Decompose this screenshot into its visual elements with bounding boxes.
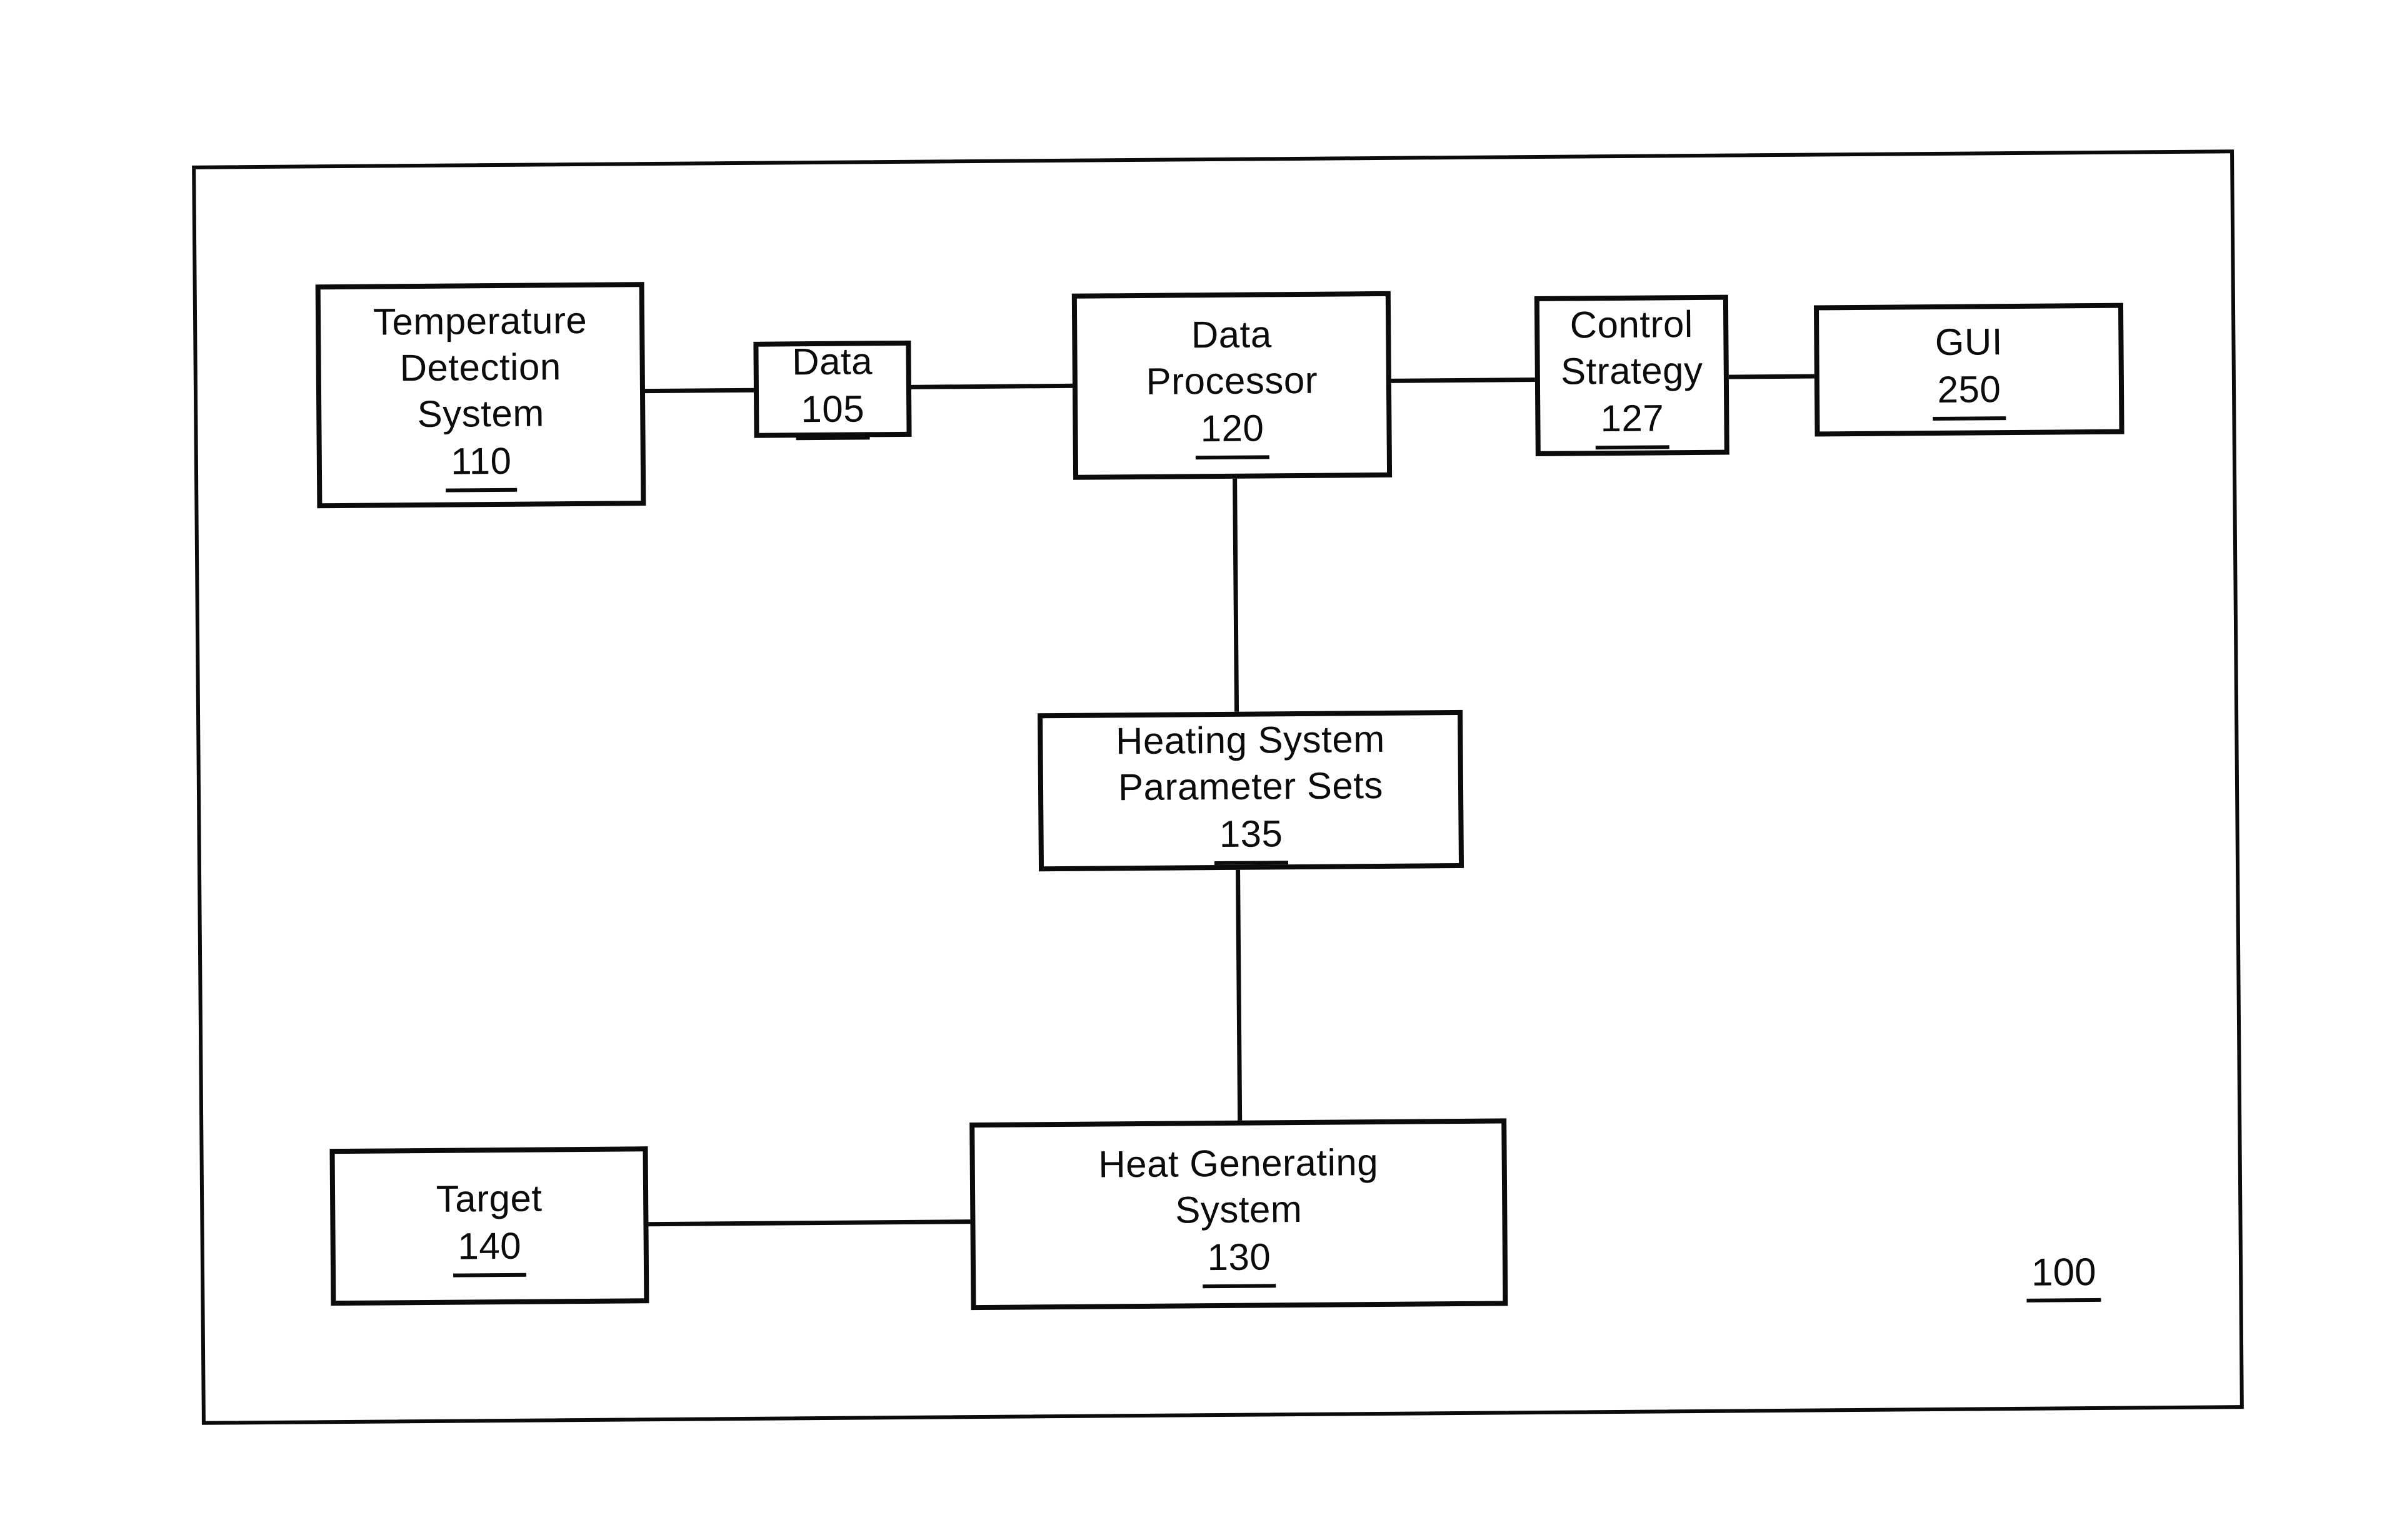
block-label-line: System (417, 392, 545, 436)
connector-105-120 (908, 383, 1074, 389)
connector-135-130 (1236, 867, 1243, 1124)
block-label-line: Parameter Sets (1118, 764, 1384, 808)
block-label-line: Data (791, 340, 873, 383)
block-gui: GUI 250 (1813, 302, 2124, 437)
block-reference-number: 105 (796, 386, 870, 441)
block-reference-number: 120 (1195, 405, 1269, 460)
block-label-line: System (1175, 1188, 1303, 1231)
block-label-line: Temperature (373, 299, 588, 343)
connector-140-130 (646, 1219, 972, 1227)
block-reference-number: 127 (1595, 395, 1669, 450)
connector-120-135 (1233, 476, 1239, 714)
block-heating-system-parameter-sets: Heating System Parameter Sets 135 (1038, 709, 1464, 872)
block-label-line: Detection (399, 346, 561, 389)
block-label-line: Target (436, 1177, 543, 1220)
block-reference-number: 250 (1932, 366, 2006, 421)
block-target: Target 140 (329, 1146, 649, 1306)
block-label-line: Control (1569, 303, 1693, 346)
block-label-line: Data (1191, 313, 1272, 356)
block-heat-generating-system: Heat Generating System 130 (969, 1118, 1508, 1311)
connector-120-127 (1389, 377, 1537, 383)
block-data: Data 105 (753, 340, 912, 441)
block-label-line: GUI (1934, 321, 2003, 363)
block-temperature-detection-system: Temperature Detection System 110 (315, 282, 646, 509)
connector-127-250 (1727, 374, 1816, 379)
block-label-line: Strategy (1560, 349, 1703, 392)
block-data-processor: Data Processor 120 (1071, 291, 1393, 480)
block-reference-number: 135 (1214, 810, 1288, 865)
block-reference-number: 110 (446, 438, 517, 492)
figure-reference-number: 100 (2026, 1249, 2101, 1302)
block-label-line: Heat Generating (1098, 1141, 1379, 1186)
figure-border: Temperature Detection System 110 Data 10… (192, 149, 2244, 1425)
block-reference-number: 130 (1202, 1234, 1276, 1289)
block-reference-number: 140 (453, 1222, 527, 1278)
block-label-line: Heating System (1115, 718, 1385, 762)
block-label-line: Processor (1146, 359, 1318, 402)
block-control-strategy: Control Strategy 127 (1534, 294, 1729, 456)
connector-110-105 (644, 388, 758, 394)
